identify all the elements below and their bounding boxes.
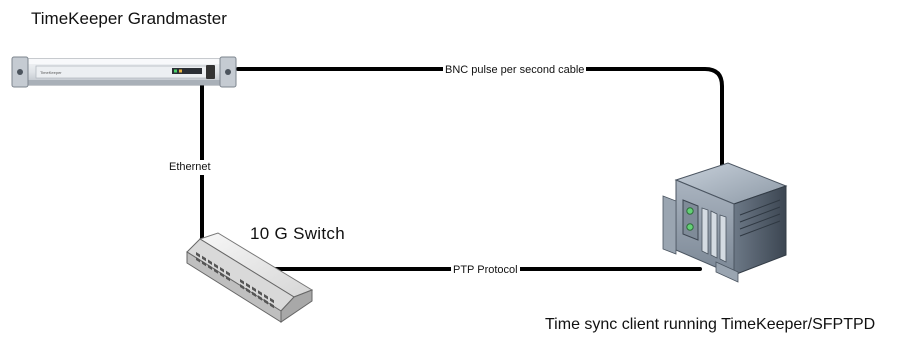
server-brand-text: TimeKeeper: [40, 70, 62, 75]
ethernet-cable-label: Ethernet: [167, 160, 213, 175]
bnc-cable: [236, 67, 724, 192]
time-sync-client: [662, 162, 788, 283]
ten-g-switch: [186, 232, 314, 323]
switch-ports: [196, 252, 274, 309]
ptp-cable-label: PTP Protocol: [451, 263, 520, 278]
client-label: Time sync client running TimeKeeper/SFPT…: [545, 316, 876, 333]
grandmaster-server: TimeKeeper: [11, 56, 237, 88]
grandmaster-label: TimeKeeper Grandmaster: [31, 9, 227, 28]
bnc-cable-label: BNC pulse per second cable: [443, 63, 587, 78]
switch-label: 10 G Switch: [250, 224, 345, 243]
